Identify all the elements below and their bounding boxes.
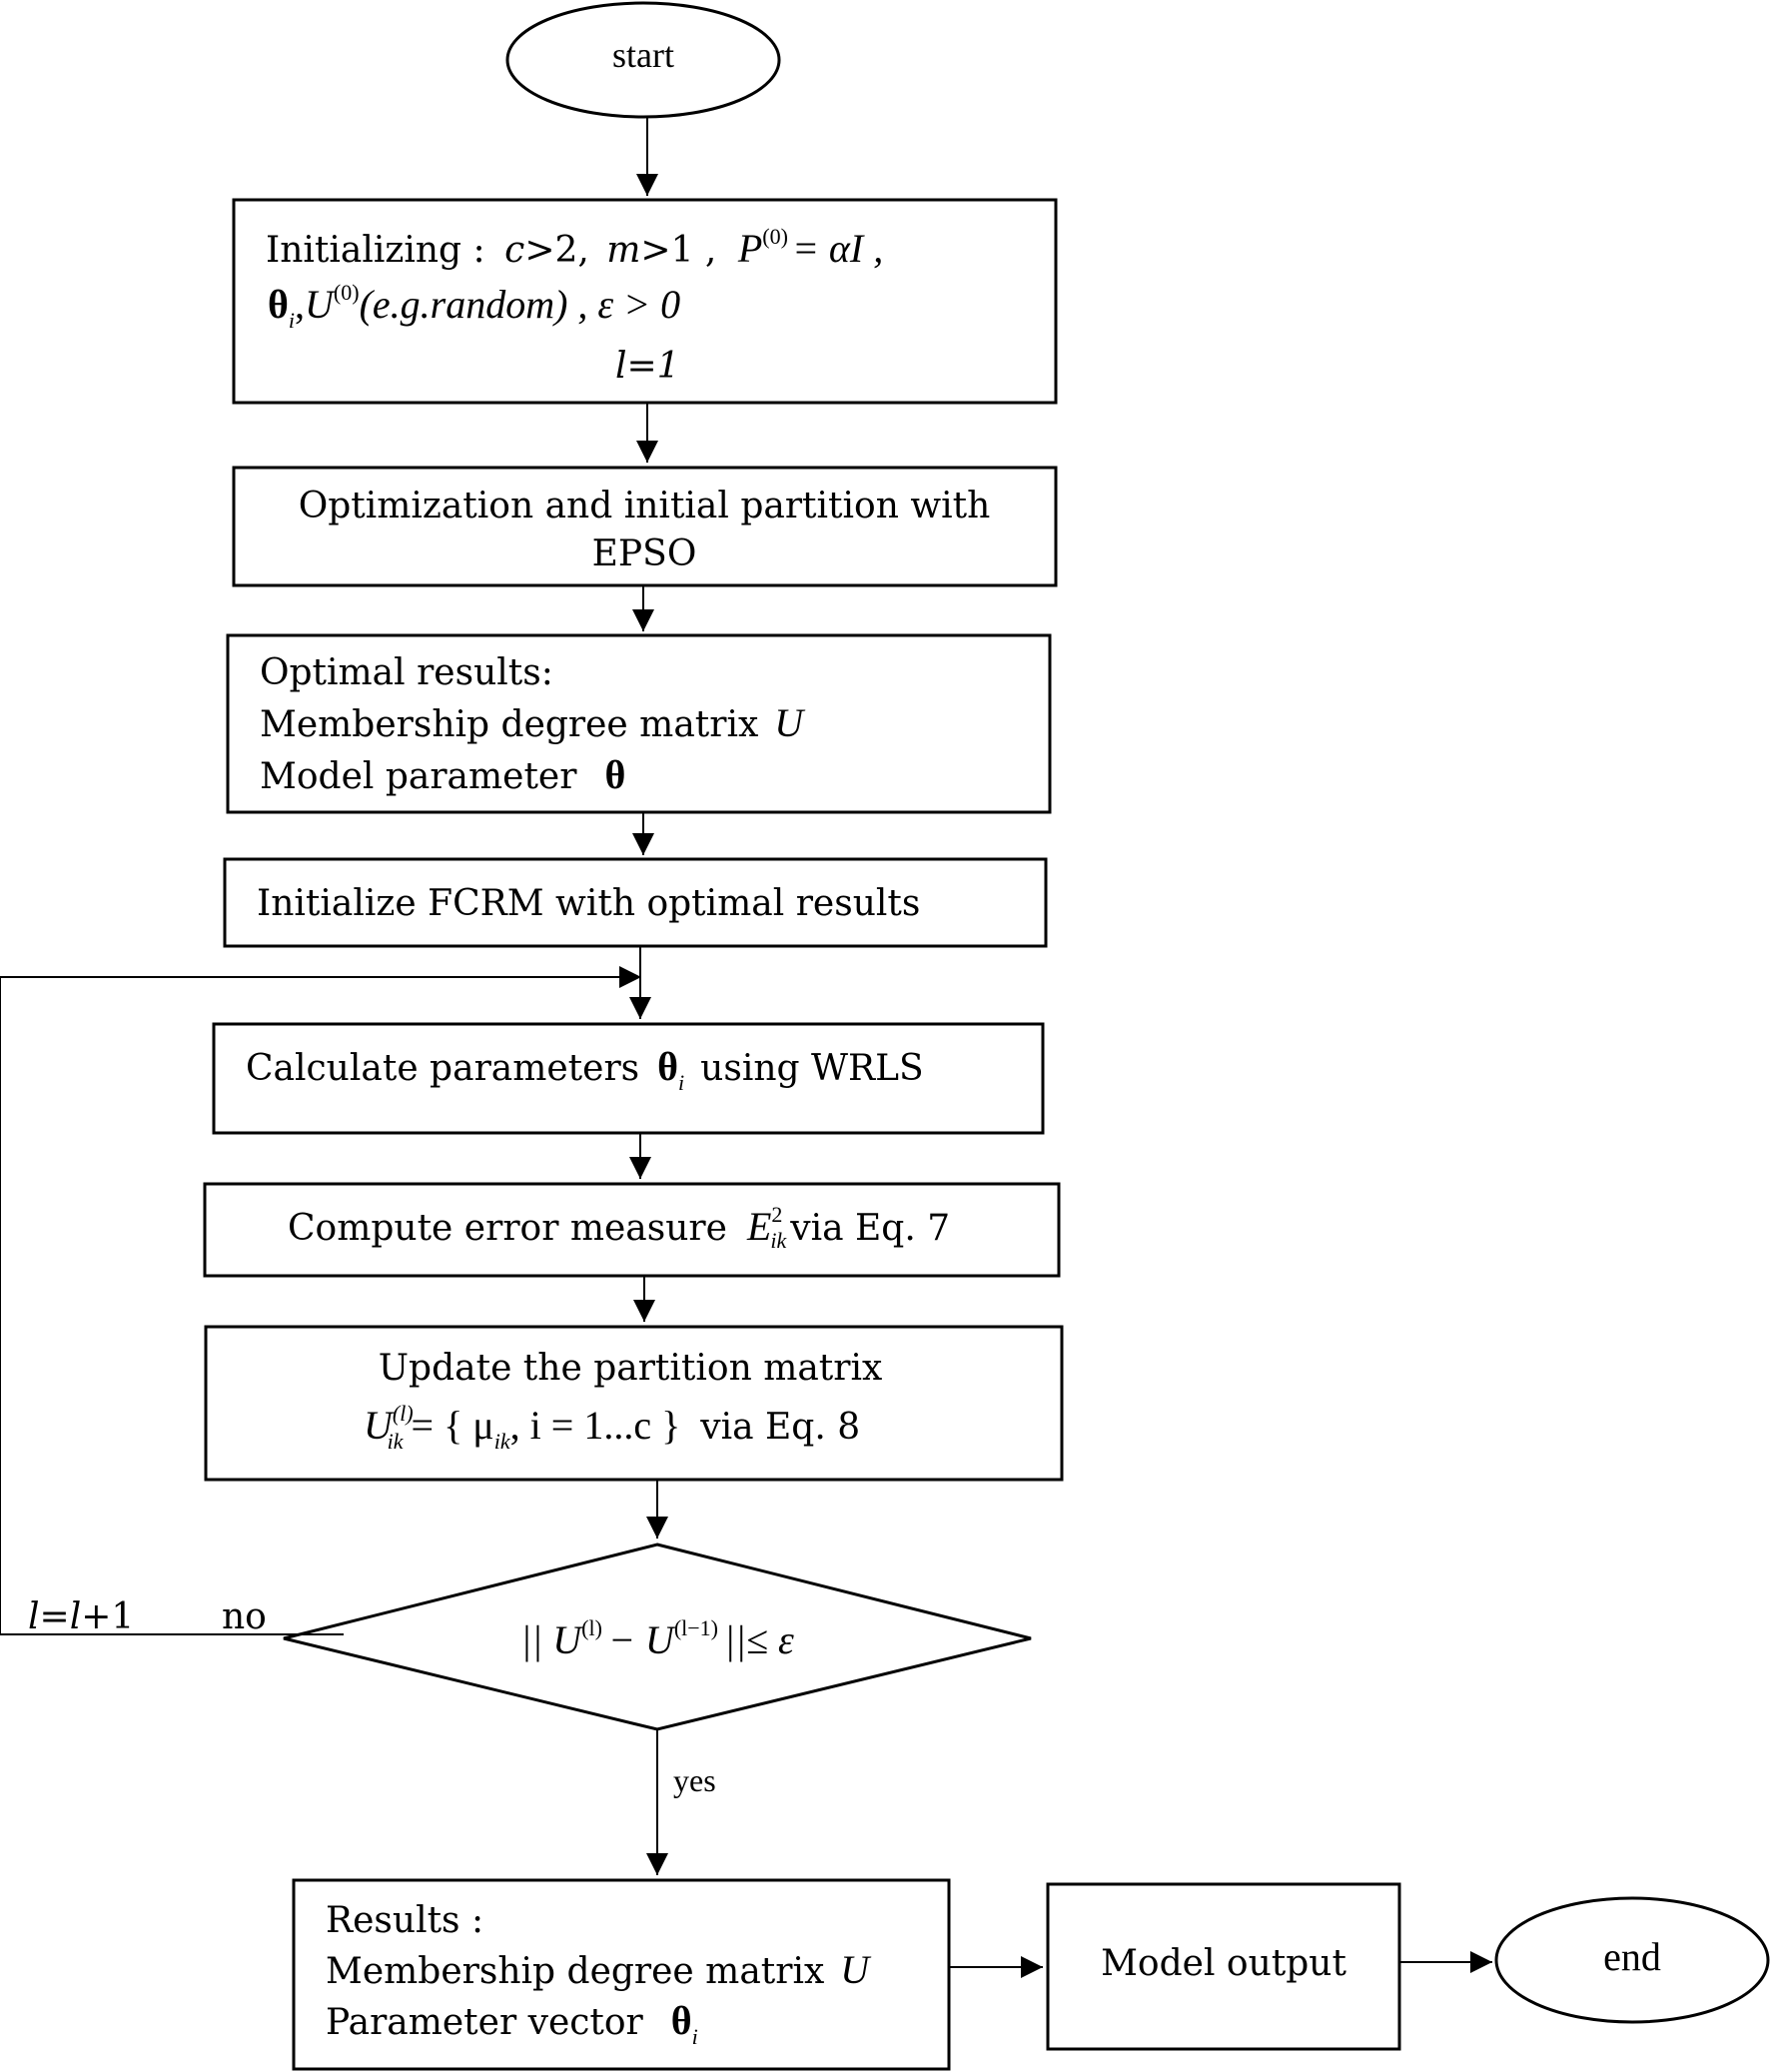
update-formula: U(l)ik= { μik, i = 1...c }via Eq. 8 [364,1401,860,1454]
init-box: Initializing : c>2, m>1 , P(0)= αI , θi,… [232,198,1058,405]
epso-line1: Optimization and initial partition with [299,486,991,526]
yes-label: yes [673,1762,716,1798]
fcrm-text: Initialize FCRM with optimal results [257,883,920,924]
epso-box: Optimization and initial partition with … [232,466,1058,587]
convergence-decision: || U(l)− U(l−1)||≤ ε [283,1543,1032,1731]
start-terminal: start [505,1,781,119]
end-terminal: end [1494,1896,1770,2024]
init-line1: Initializing : c>2, m>1 , P(0)= αI , [266,224,883,271]
decision-condition: || U(l)− U(l−1)||≤ ε [520,1615,794,1662]
init-line2: θi,U(0)(e.g.random) , ε > 0 [268,280,680,333]
end-label: end [1603,1934,1661,1979]
update-line1: Update the partition matrix [379,1348,883,1389]
optimal-results-box: Optimal results: Membership degree matri… [226,633,1052,814]
loop-increment-label: l=l+1 [28,1596,134,1637]
fcrm-box: Initialize FCRM with optimal results [223,857,1048,948]
model-output-box: Model output [1046,1882,1401,2051]
loop-back-arrow [0,966,641,1635]
epso-line2: EPSO [592,533,697,574]
optimal-line1: Optimal results: [260,652,553,693]
model-output-text: Model output [1101,1943,1346,1984]
no-label: no [222,1596,267,1637]
update-partition-box: Update the partition matrix U(l)ik= { μi… [204,1325,1064,1482]
init-line3: l=1 [615,346,680,387]
start-label: start [612,35,674,75]
results-line1: Results : [326,1900,483,1941]
